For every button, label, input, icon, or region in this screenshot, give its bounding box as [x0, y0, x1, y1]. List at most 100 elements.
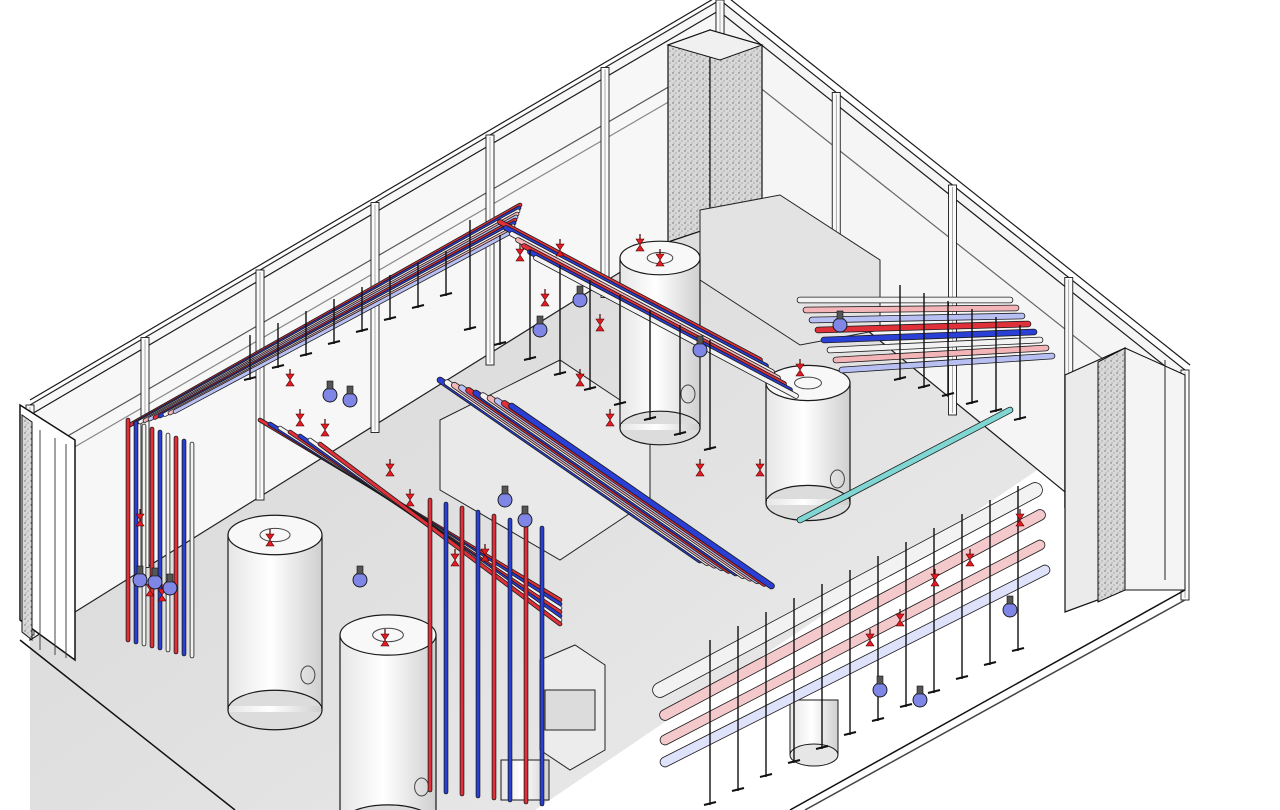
pipe-segment — [660, 510, 1045, 720]
pump-motor — [576, 285, 584, 295]
hanger-clamp — [843, 731, 857, 736]
pump-icon — [1002, 595, 1018, 618]
valve-icon — [320, 419, 330, 437]
valve-icon — [380, 629, 390, 647]
hanger-clamp — [673, 431, 687, 436]
tank-manhole — [300, 665, 316, 685]
pump-icon — [132, 565, 148, 588]
pipe-network — [125, 202, 1056, 807]
pump-volute — [147, 574, 163, 590]
valve-body-bottom — [575, 379, 585, 387]
tank-flange — [259, 527, 291, 543]
pipe-segment — [318, 442, 562, 626]
tank-icon — [227, 514, 323, 731]
hanger-clamp — [899, 703, 913, 708]
pipe-segment — [839, 353, 1055, 373]
pump-motor — [521, 505, 529, 515]
tank-flange — [372, 627, 404, 643]
pump-volute — [572, 292, 588, 308]
valve-body-bottom — [450, 559, 460, 567]
hanger-clamp — [583, 386, 597, 391]
pump-motor — [136, 565, 144, 575]
hanger-clamp — [439, 292, 453, 297]
left-end-wall — [19, 403, 76, 662]
tank-body — [339, 634, 437, 810]
pump-volute — [1002, 602, 1018, 618]
pump-volute — [517, 512, 533, 528]
pump-motor — [151, 567, 159, 577]
pump-volute — [872, 682, 888, 698]
pipe-segment — [509, 403, 774, 589]
pump-motor — [536, 315, 544, 325]
tank-manhole — [680, 384, 696, 404]
pump-volute — [692, 342, 708, 358]
valve-body-bottom — [265, 539, 275, 547]
pipe-segment — [173, 230, 513, 413]
valve-body-bottom — [515, 254, 525, 262]
hanger-clamp — [893, 376, 907, 381]
tank-join — [621, 424, 699, 430]
valve-body-bottom — [405, 499, 415, 507]
valve-icon — [965, 549, 975, 567]
pipe-segment — [660, 540, 1045, 745]
tank-flange — [794, 376, 822, 390]
valve-icon — [595, 314, 605, 332]
pipe-segment — [821, 329, 1037, 343]
valve-body-bottom — [595, 324, 605, 332]
valve-body-bottom — [1015, 519, 1025, 527]
valve-body-bottom — [895, 619, 905, 627]
hanger-clamp — [463, 326, 477, 331]
valve-body-bottom — [480, 554, 490, 562]
right-end-wall — [1064, 347, 1186, 613]
valve-body-bottom — [930, 579, 940, 587]
pipe-hangers — [243, 220, 1027, 806]
hanger-clamp — [243, 376, 257, 381]
tank-top — [227, 514, 323, 556]
valve-icon — [655, 249, 665, 267]
tank-join — [767, 499, 849, 505]
hanger-clamp — [989, 408, 1003, 413]
hanger-clamp — [983, 661, 997, 666]
pump-icon — [532, 315, 548, 338]
hanger-clamp — [523, 356, 537, 361]
pump-volute — [162, 580, 178, 596]
tank-body — [619, 257, 701, 429]
valve-body-bottom — [865, 639, 875, 647]
hanger-clamp — [955, 675, 969, 680]
pump-volute — [832, 317, 848, 333]
pipe-segment — [809, 313, 1025, 323]
pump-volute — [532, 322, 548, 338]
valve-icon — [515, 244, 525, 262]
valve-body-bottom — [635, 244, 645, 252]
valve-body-bottom — [157, 594, 167, 602]
valve-set — [132, 234, 1025, 708]
valve-body-bottom — [605, 419, 615, 427]
valve-icon — [555, 239, 565, 257]
pump-motor — [876, 675, 884, 685]
pump-volute — [912, 692, 928, 708]
pump-motor — [696, 335, 704, 345]
pump-icon — [872, 675, 888, 698]
pump-icon — [162, 573, 178, 596]
hanger-clamp — [815, 745, 829, 750]
hanger-clamp — [299, 352, 313, 357]
hanger-clamp — [271, 364, 285, 369]
hanger-clamp — [965, 400, 979, 405]
valve-icon — [895, 609, 905, 627]
hanger-clamp — [355, 328, 369, 333]
valve-body-bottom — [135, 519, 145, 527]
valve-icon — [635, 234, 645, 252]
pump-volute — [322, 387, 338, 403]
pump-icon — [692, 335, 708, 358]
pump-motor — [916, 685, 924, 695]
valve-icon — [285, 369, 295, 387]
valve-body-bottom — [540, 299, 550, 307]
pump-volute — [342, 392, 358, 408]
hanger-clamp — [871, 717, 885, 722]
pump-icon — [832, 310, 848, 333]
pump-motor — [836, 310, 844, 320]
pump-icon — [497, 485, 513, 508]
pump-icon — [517, 505, 533, 528]
